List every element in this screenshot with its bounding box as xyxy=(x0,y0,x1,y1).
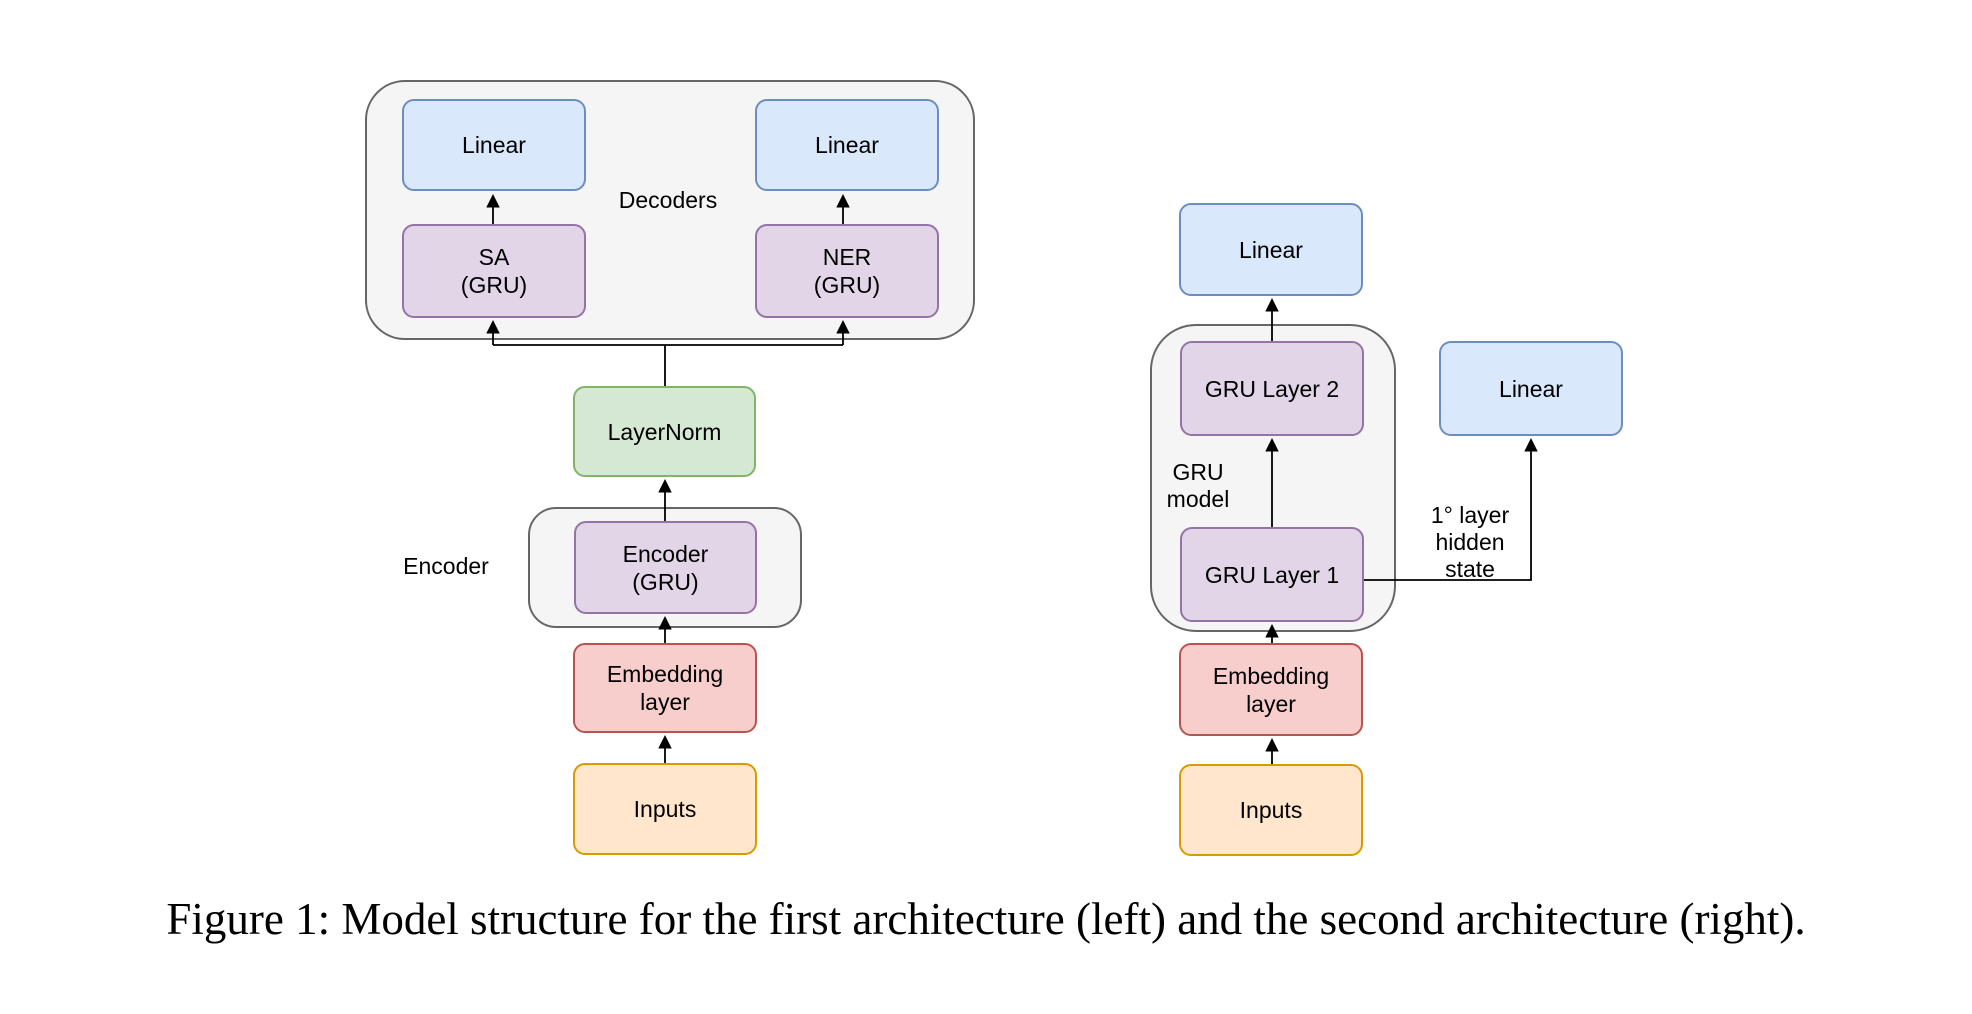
decoders-container-label: Decoders xyxy=(618,187,718,213)
embedding-layer-box: Embedding layer xyxy=(573,643,757,733)
ner-output-linear-box: Linear xyxy=(755,99,939,191)
layernorm-box: LayerNorm xyxy=(573,386,756,477)
gru-layer-1-box: GRU Layer 1 xyxy=(1180,527,1364,622)
encoder-gru-box: Encoder (GRU) xyxy=(574,521,757,614)
output-linear-box: Linear xyxy=(1179,203,1363,296)
gru-model-container-label: GRU model xyxy=(1166,459,1230,512)
embedding-layer-box-2: Embedding layer xyxy=(1179,643,1363,736)
gru-layer-2-box: GRU Layer 2 xyxy=(1180,341,1364,436)
ner-decoder-box: NER (GRU) xyxy=(755,224,939,318)
hidden-state-linear-box: Linear xyxy=(1439,341,1623,436)
edge-layernorm-split xyxy=(493,344,843,386)
sa-output-linear-box: Linear xyxy=(402,99,586,191)
sa-decoder-box: SA (GRU) xyxy=(402,224,586,318)
encoder-container-label: Encoder xyxy=(403,553,489,579)
figure-caption: Figure 1: Model structure for the first … xyxy=(166,894,1806,944)
hidden-state-edge-label: 1° layer hidden state xyxy=(1430,502,1510,582)
inputs-box-2: Inputs xyxy=(1179,764,1363,856)
inputs-box: Inputs xyxy=(573,763,757,855)
